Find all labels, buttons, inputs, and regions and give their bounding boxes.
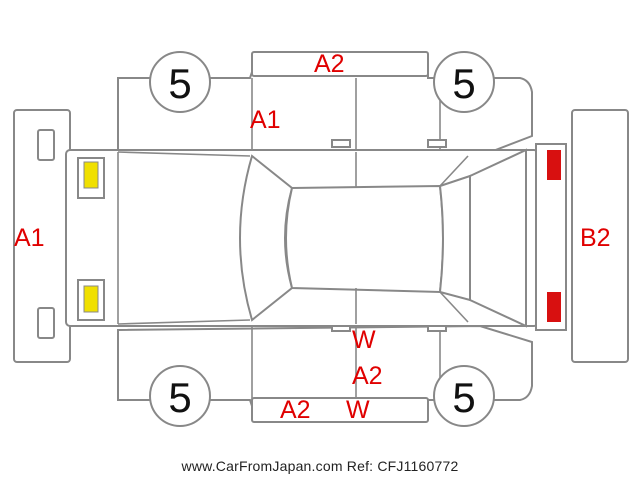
- lower-door-w-code: W: [352, 326, 376, 354]
- tyre-rear-left-score: 5: [452, 60, 475, 107]
- rear-bumper: [571, 109, 629, 363]
- rear-bumper-code: B2: [580, 224, 611, 252]
- bottom-sill: [251, 397, 429, 423]
- tyre-rear-right-score: 5: [452, 374, 475, 421]
- bottom-sill-w-code: W: [346, 396, 370, 424]
- taillights: [535, 143, 567, 331]
- tyre-front-left: 5: [149, 51, 211, 113]
- reference-footer: www.CarFromJapan.com Ref: CFJ1160772: [181, 458, 459, 474]
- tyre-rear-left: 5: [433, 51, 495, 113]
- headlights: [77, 157, 105, 321]
- tyre-rear-right: 5: [433, 365, 495, 427]
- top-front-fender-code: A1: [250, 106, 281, 134]
- top-door-code: A2: [314, 50, 345, 78]
- windshield: [239, 154, 294, 322]
- top-sill: [251, 51, 429, 77]
- tyre-front-right: 5: [149, 365, 211, 427]
- bottom-sill-a2-code: A2: [280, 396, 311, 424]
- tyre-front-right-score: 5: [168, 374, 191, 421]
- front-bumper-code: A1: [14, 224, 45, 252]
- tyre-front-left-score: 5: [168, 60, 191, 107]
- lower-door-a2-code: A2: [352, 362, 383, 390]
- rear-window: [438, 148, 527, 328]
